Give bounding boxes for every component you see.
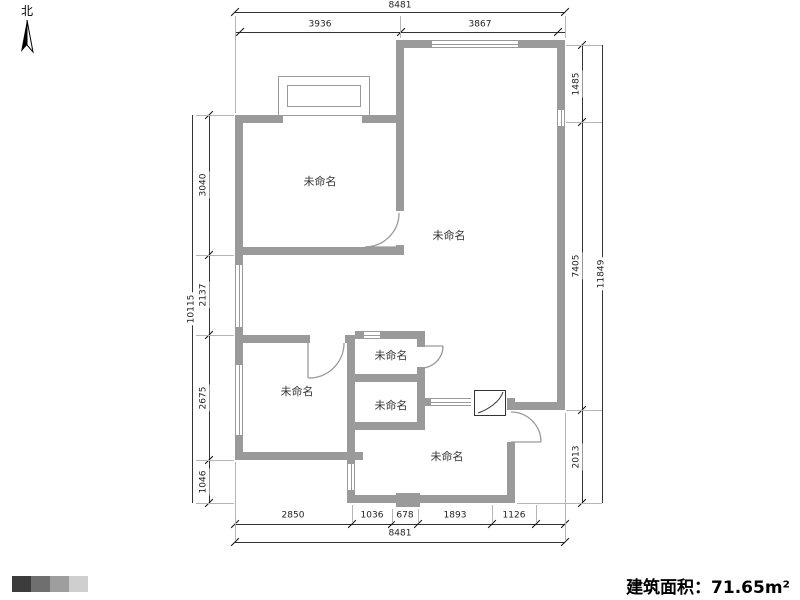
window: [364, 331, 380, 339]
dimension-line: [235, 12, 565, 13]
wall-segment: [235, 115, 283, 123]
room-label: 未命名: [432, 229, 466, 242]
extension-line: [492, 505, 493, 522]
dimension-label: 1046: [198, 468, 210, 496]
room-label: 未命名: [303, 175, 337, 188]
wall-segment: [512, 402, 565, 410]
extension-line: [566, 122, 602, 123]
legend-swatch: [50, 576, 69, 592]
wall-segment: [417, 331, 425, 347]
extension-line: [196, 503, 234, 504]
door-arc: [364, 212, 400, 248]
extension-line: [565, 16, 566, 38]
legend-swatch: [31, 576, 50, 592]
extension-line: [392, 509, 393, 522]
dimension-label: 1893: [441, 510, 469, 522]
compass-north-label: 北: [20, 4, 33, 18]
room-label: 未命名: [280, 385, 314, 398]
door-arc: [510, 411, 542, 443]
room-label: 未命名: [374, 349, 408, 362]
window: [235, 365, 243, 435]
wall-segment: [347, 495, 515, 503]
dimension-label: 2675: [198, 384, 210, 412]
dimension-label: 2137: [198, 281, 210, 309]
compass-needle-icon: [21, 19, 34, 54]
building-area-label: 建筑面积：71.65m²: [626, 578, 790, 598]
dimension-line: [235, 524, 565, 525]
wall-segment: [396, 245, 404, 255]
room-label: 未命名: [430, 450, 464, 463]
extension-line: [235, 462, 236, 540]
wall-segment: [235, 335, 310, 343]
legend-swatch: [12, 576, 31, 592]
extension-line: [418, 509, 419, 522]
extension-line: [352, 505, 353, 522]
dimension-line: [235, 542, 565, 543]
wall-segment: [557, 40, 565, 110]
dimension-label: 7405: [571, 252, 583, 280]
wall-segment: [396, 493, 420, 507]
wall-segment: [518, 40, 565, 48]
wall-segment: [235, 255, 243, 265]
dimension-label: 8481: [386, 0, 414, 12]
wall-segment: [235, 435, 243, 460]
extension-line: [536, 505, 537, 522]
dimension-label: 3040: [198, 171, 210, 199]
grayscale-legend: [12, 576, 88, 592]
dimension-label: 8481: [386, 528, 414, 540]
wall-segment: [235, 115, 243, 255]
wall-segment: [355, 422, 417, 430]
wall-segment: [362, 115, 404, 123]
dimension-label: 10115: [186, 292, 198, 326]
extension-line: [400, 16, 401, 38]
extension-line: [565, 413, 566, 540]
window: [432, 40, 518, 48]
wall-segment: [355, 331, 425, 339]
window: [235, 265, 243, 327]
wall-segment: [347, 452, 355, 464]
wall-segment: [235, 343, 243, 365]
dimension-label: 3936: [306, 19, 334, 31]
extension-line: [196, 460, 234, 461]
legend-swatch: [69, 576, 88, 592]
wall-segment: [396, 40, 404, 123]
dimension-label: 678: [394, 510, 416, 522]
dimension-label: 1126: [500, 510, 528, 522]
window: [347, 464, 355, 490]
extension-line: [517, 503, 602, 504]
window: [431, 398, 471, 406]
dimension-label: 11849: [596, 257, 608, 291]
dimension-line: [209, 115, 210, 503]
window: [557, 110, 565, 126]
wall-segment: [507, 442, 515, 503]
wall-segment: [355, 374, 417, 382]
extension-line: [566, 45, 602, 46]
dimension-label: 1485: [571, 70, 583, 98]
wall-segment: [347, 335, 355, 460]
wall-segment: [507, 398, 515, 410]
door-arc: [420, 345, 444, 369]
wall-segment: [557, 126, 565, 410]
fixture-appliance: [474, 390, 506, 416]
wall-segment: [235, 247, 404, 255]
extension-line: [196, 335, 234, 336]
wall-segment: [235, 327, 243, 335]
extension-line: [566, 410, 602, 411]
wall-segment: [404, 40, 432, 48]
bay-window-inner: [287, 85, 361, 107]
extension-line: [235, 16, 236, 113]
wall-segment: [417, 398, 431, 406]
room-label: 未命名: [374, 399, 408, 412]
dimension-label: 3867: [466, 19, 494, 31]
extension-line: [196, 115, 234, 116]
wall-segment: [396, 123, 404, 211]
dimension-label: 2850: [279, 510, 307, 522]
dimension-label: 2013: [571, 443, 583, 471]
extension-line: [196, 255, 234, 256]
north-compass: 北: [12, 4, 42, 62]
dimension-line: [582, 45, 583, 503]
door-arc: [307, 342, 345, 379]
dimension-label: 1036: [358, 510, 386, 522]
wall-segment: [235, 452, 363, 460]
